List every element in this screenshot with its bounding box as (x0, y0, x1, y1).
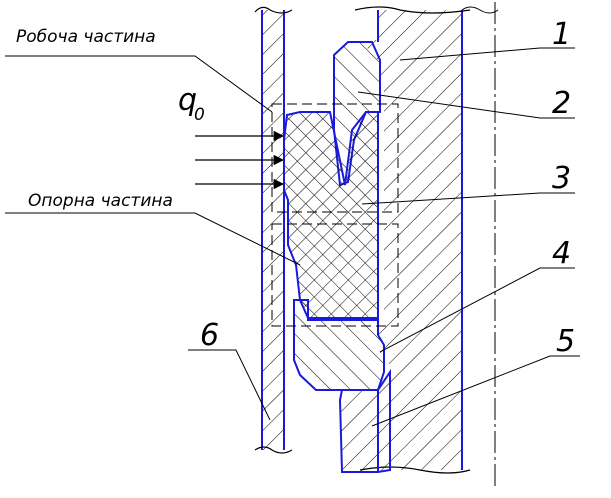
chevron-seal-part-3 (283, 111, 379, 319)
leader-lines (5, 47, 580, 427)
callout-2: 2 (552, 86, 571, 121)
load-arrows (195, 130, 285, 190)
support-part-zone (271, 223, 399, 327)
support-ring-part-4 (293, 299, 385, 391)
outer-wall-part-6 (254, 6, 293, 454)
callout-6: 6 (200, 318, 219, 353)
load-symbol: q (178, 83, 197, 118)
load-subscript: 0 (194, 105, 205, 125)
callout-3: 3 (552, 161, 571, 196)
working-part-label: Робоча частина (16, 27, 156, 47)
working-part-zone (271, 103, 399, 213)
callout-1: 1 (552, 17, 571, 52)
bushing-part-5 (338, 368, 391, 473)
callout-5: 5 (556, 324, 575, 359)
callout-4: 4 (552, 236, 571, 271)
support-part-label: Опорна частина (28, 191, 173, 211)
housing-part-1 (354, 6, 499, 474)
